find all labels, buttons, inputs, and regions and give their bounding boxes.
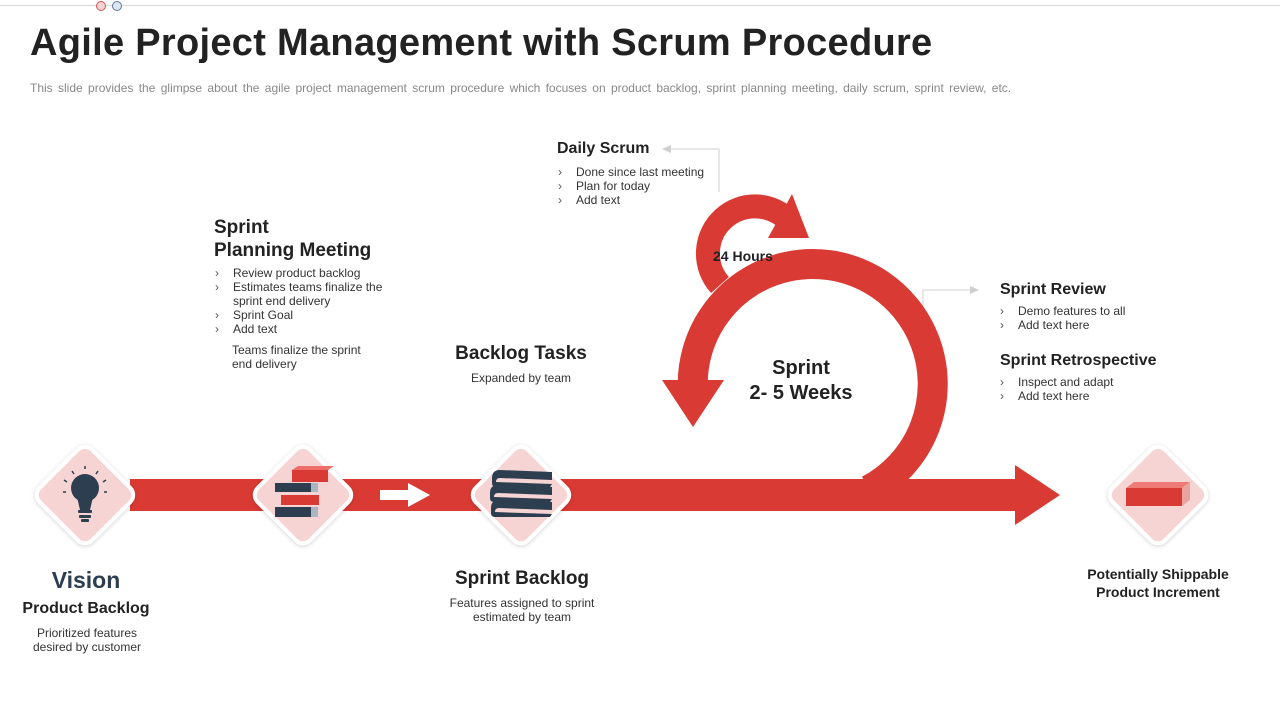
hours-label: 24 Hours <box>713 248 773 264</box>
product-backlog-heading: Product Backlog <box>22 600 150 617</box>
books-stack-icon <box>490 470 552 517</box>
list-item: Plan for today <box>558 179 718 193</box>
sprint-retrospective-list: Inspect and adapt Add text here <box>1000 375 1180 403</box>
sprint-review-heading: Sprint Review <box>1000 281 1106 298</box>
list-item: Add text here <box>1000 389 1180 403</box>
sprint-backlog-heading: Sprint Backlog <box>454 568 590 589</box>
daily-loop-arrow <box>695 194 809 294</box>
product-increment-line1: Potentially Shippable <box>1087 566 1229 582</box>
sprint-label: Sprint <box>772 357 830 379</box>
list-item: Add text <box>558 193 718 207</box>
slide-subtitle: This slide provides the glimpse about th… <box>30 81 1012 95</box>
sprint-planning-note: Teams finalize the sprint end delivery <box>232 343 361 371</box>
sprint-planning-list: Review product backlog Estimates teams f… <box>215 266 391 336</box>
sprint-review-list: Demo features to all Add text here <box>1000 304 1180 332</box>
connector-daily-scrum <box>662 145 720 192</box>
stacked-bricks-icon <box>275 466 334 517</box>
slide-title: Agile Project Management with Scrum Proc… <box>30 22 933 64</box>
list-item: Sprint Goal <box>215 308 391 322</box>
backlog-tasks-heading: Backlog Tasks <box>455 343 587 364</box>
list-item: Demo features to all <box>1000 304 1180 318</box>
top-divider <box>0 5 1280 6</box>
lightbulb-icon <box>63 466 107 522</box>
sprint-planning-heading: Sprint Planning Meeting <box>214 216 414 262</box>
daily-scrum-list: Done since last meeting Plan for today A… <box>558 165 718 207</box>
brick-icon <box>1126 482 1190 506</box>
sprint-retrospective-heading: Sprint Retrospective <box>1000 352 1157 369</box>
daily-scrum-heading: Daily Scrum <box>557 140 650 157</box>
list-item: Add text <box>215 322 391 336</box>
product-backlog-caption: Prioritized features desired by customer <box>32 626 142 654</box>
list-item: Estimates teams finalize the sprint end … <box>215 280 391 308</box>
list-item: Review product backlog <box>215 266 391 280</box>
sprint-planning-heading-line2: Planning Meeting <box>214 240 372 261</box>
vision-heading: Vision <box>51 567 121 593</box>
sprint-duration-label: Sprint 2- 5 Weeks <box>730 356 872 406</box>
backlog-tile <box>470 444 572 546</box>
slide-dot-red <box>96 1 106 11</box>
white-arrow-icon <box>380 483 430 507</box>
product-increment-label: Potentially Shippable Product Increment <box>1068 565 1248 601</box>
slide-dot-blue <box>112 1 122 11</box>
list-item: Done since last meeting <box>558 165 718 179</box>
product-increment-line2: Product Increment <box>1096 584 1220 600</box>
sprint-planning-heading-line1: Sprint <box>214 217 269 238</box>
list-item: Add text here <box>1000 318 1180 332</box>
sprint-backlog-caption: Features assigned to sprint estimated by… <box>449 596 595 624</box>
sprint-weeks-label: 2- 5 Weeks <box>749 382 853 404</box>
sprint-loop-arrow <box>662 249 948 504</box>
list-item: Inspect and adapt <box>1000 375 1180 389</box>
backlog-tasks-caption: Expanded by team <box>470 371 572 385</box>
